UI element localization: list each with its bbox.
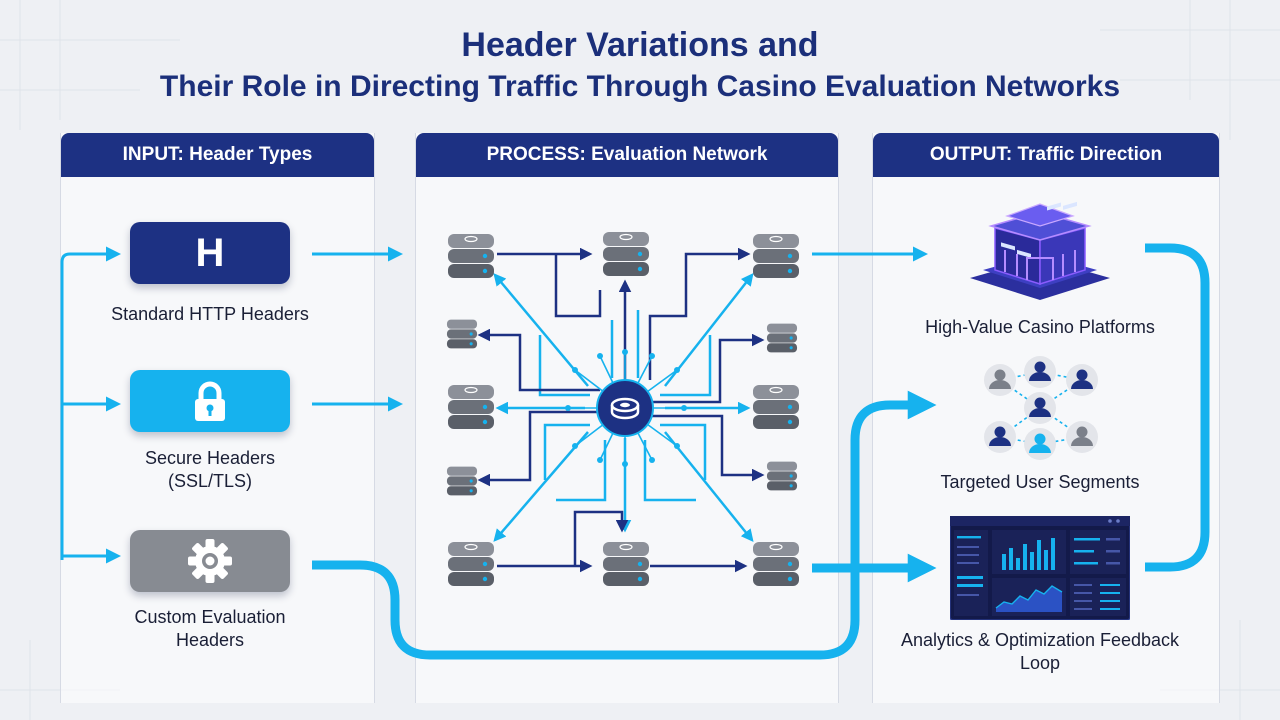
high-value-casino-platforms-label: High-Value Casino Platforms: [925, 317, 1155, 337]
output-panel-header: OUTPUT: Traffic Direction: [873, 133, 1219, 177]
secure-header-button[interactable]: [130, 370, 290, 432]
server-node-small-icon: [766, 461, 798, 491]
server-node-small-icon: [446, 466, 478, 496]
gear-icon: [188, 539, 232, 583]
custom-evaluation-header-button[interactable]: [130, 530, 290, 592]
h-letter-icon: H: [195, 230, 225, 275]
server-node-icon: [448, 385, 494, 429]
secure-headers-label: Secure Headers (SSL/TLS): [144, 448, 276, 491]
analytics-dashboard-icon[interactable]: [950, 516, 1130, 620]
standard-http-header-button[interactable]: H: [130, 222, 290, 284]
custom-evaluation-headers-label: Custom Evaluation Headers: [134, 607, 286, 650]
title-line-2: Their Role in Directing Traffic Through …: [159, 70, 1121, 103]
casino-building-icon[interactable]: [965, 200, 1115, 305]
lock-icon: [195, 381, 225, 421]
standard-http-headers-label: Standard HTTP Headers: [111, 304, 309, 324]
analytics-optimization-feedback-loop-label: Analytics & Optimization Feedback Loop: [900, 630, 1180, 673]
server-node-icon: [603, 232, 649, 276]
input-panel-header: INPUT: Header Types: [61, 133, 374, 177]
server-node-icon: [753, 542, 799, 586]
targeted-user-segments-label: Targeted User Segments: [940, 472, 1140, 492]
server-node-icon: [753, 234, 799, 278]
title-line-1: Header Variations and: [461, 26, 819, 64]
user-group-icon[interactable]: [978, 356, 1102, 464]
server-node-icon: [753, 385, 799, 429]
server-node-small-icon: [446, 319, 478, 349]
server-node-icon: [448, 542, 494, 586]
server-node-small-icon: [766, 323, 798, 353]
server-node-icon: [603, 542, 649, 586]
central-hub-icon[interactable]: [595, 378, 655, 438]
server-node-icon: [448, 234, 494, 278]
process-panel-header: PROCESS: Evaluation Network: [416, 133, 838, 177]
